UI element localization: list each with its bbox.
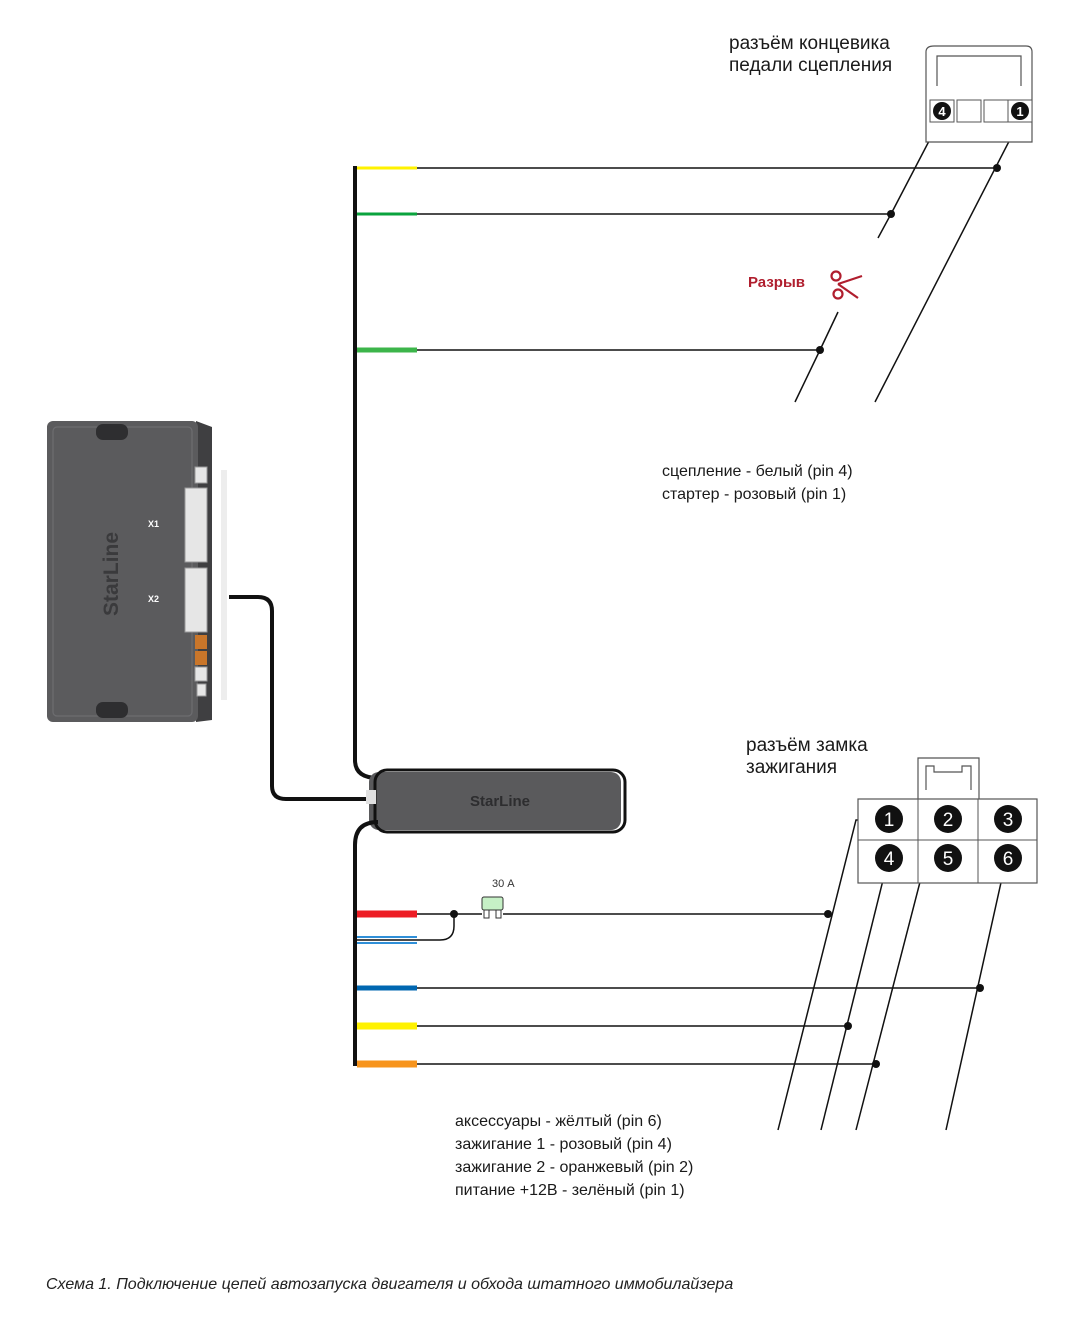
port-x1-label: X1 — [148, 519, 159, 529]
ignition-pin-2: 2 — [943, 810, 954, 831]
unit-to-module-cable — [229, 595, 370, 801]
ignition-note: питание +12В - зелёный (pin 1) — [455, 1182, 685, 1199]
pin1-wire — [874, 119, 1021, 403]
ignition-note: зажигание 1 - розовый (pin 4) — [455, 1136, 672, 1153]
clutch-note: стартер - розовый (pin 1) — [662, 486, 847, 503]
pin4-wire — [820, 859, 889, 1131]
junction-dot — [450, 910, 458, 918]
ignition-connector-title-line1: разъём замка — [746, 735, 868, 756]
power-wire-branch — [355, 914, 455, 941]
clutch-connector-title: разъём концевика педали сцепления — [729, 33, 892, 77]
junction-dot — [824, 910, 832, 918]
junction-dot — [872, 1060, 880, 1068]
port-x2-label: X2 — [148, 594, 159, 604]
junction-dot — [993, 164, 1001, 172]
junction-dot — [844, 1022, 852, 1030]
junction-dot — [976, 984, 984, 992]
scissors-icon — [830, 270, 863, 300]
lower-harness-bundle — [353, 820, 379, 1066]
upper-harness-bundle — [353, 166, 379, 780]
fuse-icon — [481, 896, 504, 919]
main-unit-brand: StarLine — [100, 532, 123, 616]
clutch-connector-title-line2: педали сцепления — [729, 55, 893, 76]
starline-module: StarLine — [366, 768, 627, 834]
ignition-connector-title-line2: зажигания — [746, 757, 838, 778]
junction-dot — [816, 346, 824, 354]
clutch-pin-4: 4 — [938, 104, 946, 119]
pin4-wire-cut-bottom — [819, 311, 839, 351]
ignition-note: аксессуары - жёлтый (pin 6) — [455, 1113, 662, 1130]
fuse-label: 30 А — [492, 878, 515, 890]
pin4-wire-lower — [794, 349, 821, 403]
ignition-pin-1: 1 — [884, 810, 895, 831]
clutch-pedal-connector: 4 1 — [925, 45, 1033, 143]
ignition-pin-6: 6 — [1003, 849, 1014, 870]
junction-dot — [887, 210, 895, 218]
break-label: Разрыв — [748, 274, 805, 291]
ignition-pin-3: 3 — [1003, 810, 1014, 831]
module-brand: StarLine — [470, 793, 530, 810]
ignition-connector-title: разъём замка зажигания — [746, 735, 868, 779]
pin4-wire-cut-top — [877, 213, 892, 239]
ignition-pin-4: 4 — [884, 849, 895, 870]
figure-caption: Схема 1. Подключение цепей автозапуска д… — [46, 1276, 734, 1293]
clutch-note: сцепление - белый (pin 4) — [662, 463, 853, 480]
ignition-notes: аксессуары - жёлтый (pin 6) зажигание 1 … — [455, 1110, 693, 1202]
clutch-notes: сцепление - белый (pin 4) стартер - розо… — [662, 460, 853, 506]
ignition-lock-connector: 1 2 3 4 5 6 — [857, 757, 1038, 884]
pin6-wire — [945, 859, 1007, 1131]
ignition-pin-5: 5 — [943, 849, 954, 870]
main-unit: StarLine X1 X2 — [47, 421, 227, 722]
clutch-connector-title-line1: разъём концевика — [729, 33, 890, 54]
ignition-note: зажигание 2 - оранжевый (pin 2) — [455, 1159, 694, 1176]
clutch-pin-1: 1 — [1016, 104, 1023, 119]
